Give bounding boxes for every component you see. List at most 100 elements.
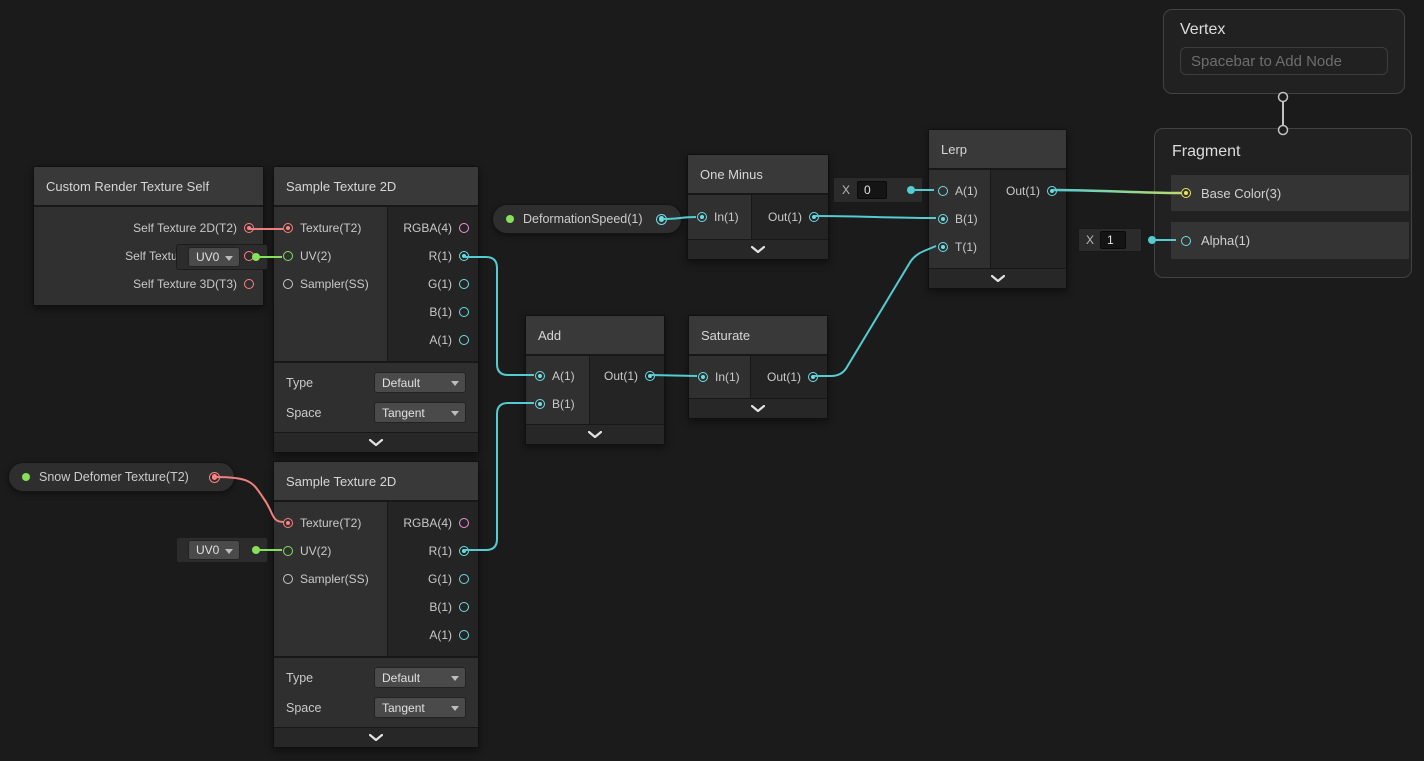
port-label: A(1) — [429, 628, 452, 642]
input-port-in[interactable] — [698, 372, 708, 382]
output-port-r[interactable] — [459, 251, 469, 261]
output-port-self-texture-3d[interactable] — [244, 279, 254, 289]
port-label: RGBA(4) — [403, 516, 452, 530]
output-port-g[interactable] — [459, 574, 469, 584]
port-label: G(1) — [428, 572, 452, 586]
output-port-self-texture-2d[interactable] — [244, 223, 254, 233]
input-port-b[interactable] — [938, 214, 948, 224]
alpha-default-widget: X 1 — [1078, 228, 1142, 252]
node-custom-render-texture-self[interactable]: Custom Render Texture Self Self Texture … — [33, 166, 264, 306]
port-label: Out(1) — [766, 370, 801, 384]
input-port-a[interactable] — [535, 371, 545, 381]
input-port-in[interactable] — [697, 212, 707, 222]
input-port-texture[interactable] — [283, 518, 293, 528]
output-port-b[interactable] — [459, 307, 469, 317]
space-dropdown[interactable]: Tangent — [374, 402, 466, 423]
port-label: Alpha(1) — [1201, 233, 1251, 248]
fragment-row-alpha[interactable]: Alpha(1) — [1171, 222, 1409, 259]
input-port-t[interactable] — [938, 242, 948, 252]
context-block-fragment[interactable]: Fragment Base Color(3) Alpha(1) — [1154, 128, 1412, 278]
node-title: Sample Texture 2D — [274, 462, 478, 502]
port-label: R(1) — [428, 544, 452, 558]
collapse-chevron-button[interactable] — [688, 239, 828, 259]
output-port-b[interactable] — [459, 602, 469, 612]
alpha-value-field[interactable]: 1 — [1100, 231, 1127, 249]
input-port-alpha[interactable] — [1181, 235, 1191, 246]
output-port-rgba[interactable] — [459, 518, 469, 528]
output-port-out[interactable] — [808, 372, 818, 382]
dropdown-value: UV0 — [196, 250, 220, 264]
wire-oneminus-to-lerp-b[interactable] — [814, 215, 937, 219]
input-port-uv[interactable] — [283, 251, 293, 261]
collapse-chevron-button[interactable] — [526, 424, 664, 444]
add-node-placeholder[interactable]: Spacebar to Add Node — [1180, 47, 1388, 75]
output-port-out[interactable] — [1047, 186, 1057, 196]
setting-label-space: Space — [286, 700, 322, 715]
port-label: B(1) — [429, 305, 452, 319]
input-port-base-color[interactable] — [1181, 188, 1191, 198]
output-port-out[interactable] — [809, 212, 819, 222]
property-label: DeformationSpeed(1) — [523, 212, 643, 226]
output-port-self-texture-cube[interactable] — [244, 251, 254, 261]
collapse-chevron-button[interactable] — [274, 432, 478, 452]
port-label: A(1) — [955, 184, 978, 198]
uv-default-widget-2: UV0 — [176, 537, 268, 563]
output-port-r[interactable] — [459, 546, 469, 556]
node-sample-texture-2d-1[interactable]: Sample Texture 2D Texture(T2) UV(2) Samp… — [273, 166, 479, 453]
input-port-a[interactable] — [938, 186, 948, 196]
output-port-a[interactable] — [459, 630, 469, 640]
node-lerp[interactable]: Lerp A(1) B(1) T(1) Out(1) — [928, 129, 1067, 289]
dropdown-value: Default — [382, 670, 421, 685]
collapse-chevron-button[interactable] — [689, 398, 827, 418]
port-label: Texture(T2) — [300, 221, 362, 235]
node-sample-texture-2d-2[interactable]: Sample Texture 2D Texture(T2) UV(2) Samp… — [273, 461, 479, 748]
node-saturate[interactable]: Saturate In(1) Out(1) — [688, 315, 828, 419]
context-block-vertex[interactable]: Vertex Spacebar to Add Node — [1163, 9, 1405, 94]
wire-saturate-to-lerp-t[interactable] — [814, 245, 937, 377]
collapse-chevron-button[interactable] — [274, 727, 478, 747]
type-dropdown[interactable]: Default — [374, 667, 466, 688]
output-port-out[interactable] — [645, 371, 655, 381]
property-node-snow-deformer-texture[interactable]: Snow Defomer Texture(T2) — [8, 462, 235, 492]
output-port-a[interactable] — [459, 335, 469, 345]
setting-label-type: Type — [286, 375, 314, 390]
input-port-uv[interactable] — [283, 546, 293, 556]
uv-default-widget-1: UV0 — [176, 244, 268, 270]
context-title: Fragment — [1172, 143, 1241, 160]
port-label: Texture(T2) — [300, 516, 362, 530]
field-value: 0 — [864, 183, 871, 197]
input-port-texture[interactable] — [283, 223, 293, 233]
port-label: UV(2) — [300, 249, 332, 263]
collapse-chevron-button[interactable] — [929, 268, 1066, 288]
setting-label-space: Space — [286, 405, 322, 420]
output-port-float[interactable] — [656, 213, 667, 225]
type-dropdown[interactable]: Default — [374, 372, 466, 393]
node-title: Custom Render Texture Self — [34, 167, 263, 207]
node-add[interactable]: Add A(1) B(1) Out(1) — [525, 315, 665, 445]
node-one-minus[interactable]: One Minus In(1) Out(1) — [687, 154, 829, 260]
uv-channel-dropdown[interactable]: UV0 — [188, 247, 240, 267]
port-label: B(1) — [955, 212, 978, 226]
output-port-g[interactable] — [459, 279, 469, 289]
x-label: X — [842, 183, 851, 197]
property-label: Snow Defomer Texture(T2) — [39, 470, 189, 484]
lerp-a-value-field[interactable]: 0 — [857, 181, 888, 199]
output-port-texture[interactable] — [209, 471, 220, 483]
field-value: 1 — [1107, 233, 1114, 247]
input-port-sampler[interactable] — [283, 574, 293, 584]
node-title: Sample Texture 2D — [274, 167, 478, 207]
output-port-rgba[interactable] — [459, 223, 469, 233]
uv-channel-dropdown[interactable]: UV0 — [188, 540, 240, 560]
port-row: Self Texture 2D(T2) — [34, 214, 263, 242]
dropdown-value: Default — [382, 375, 421, 390]
property-node-deformation-speed[interactable]: DeformationSpeed(1) — [492, 204, 682, 234]
chevron-down-icon — [369, 734, 383, 741]
chevron-down-icon — [369, 439, 383, 446]
fragment-row-base-color[interactable]: Base Color(3) — [1171, 175, 1409, 211]
port-label: Base Color(3) — [1201, 185, 1282, 201]
input-port-b[interactable] — [535, 399, 545, 409]
input-port-sampler[interactable] — [283, 279, 293, 289]
space-dropdown[interactable]: Tangent — [374, 697, 466, 718]
port-row: Self Texture 3D(T3) — [34, 270, 263, 298]
